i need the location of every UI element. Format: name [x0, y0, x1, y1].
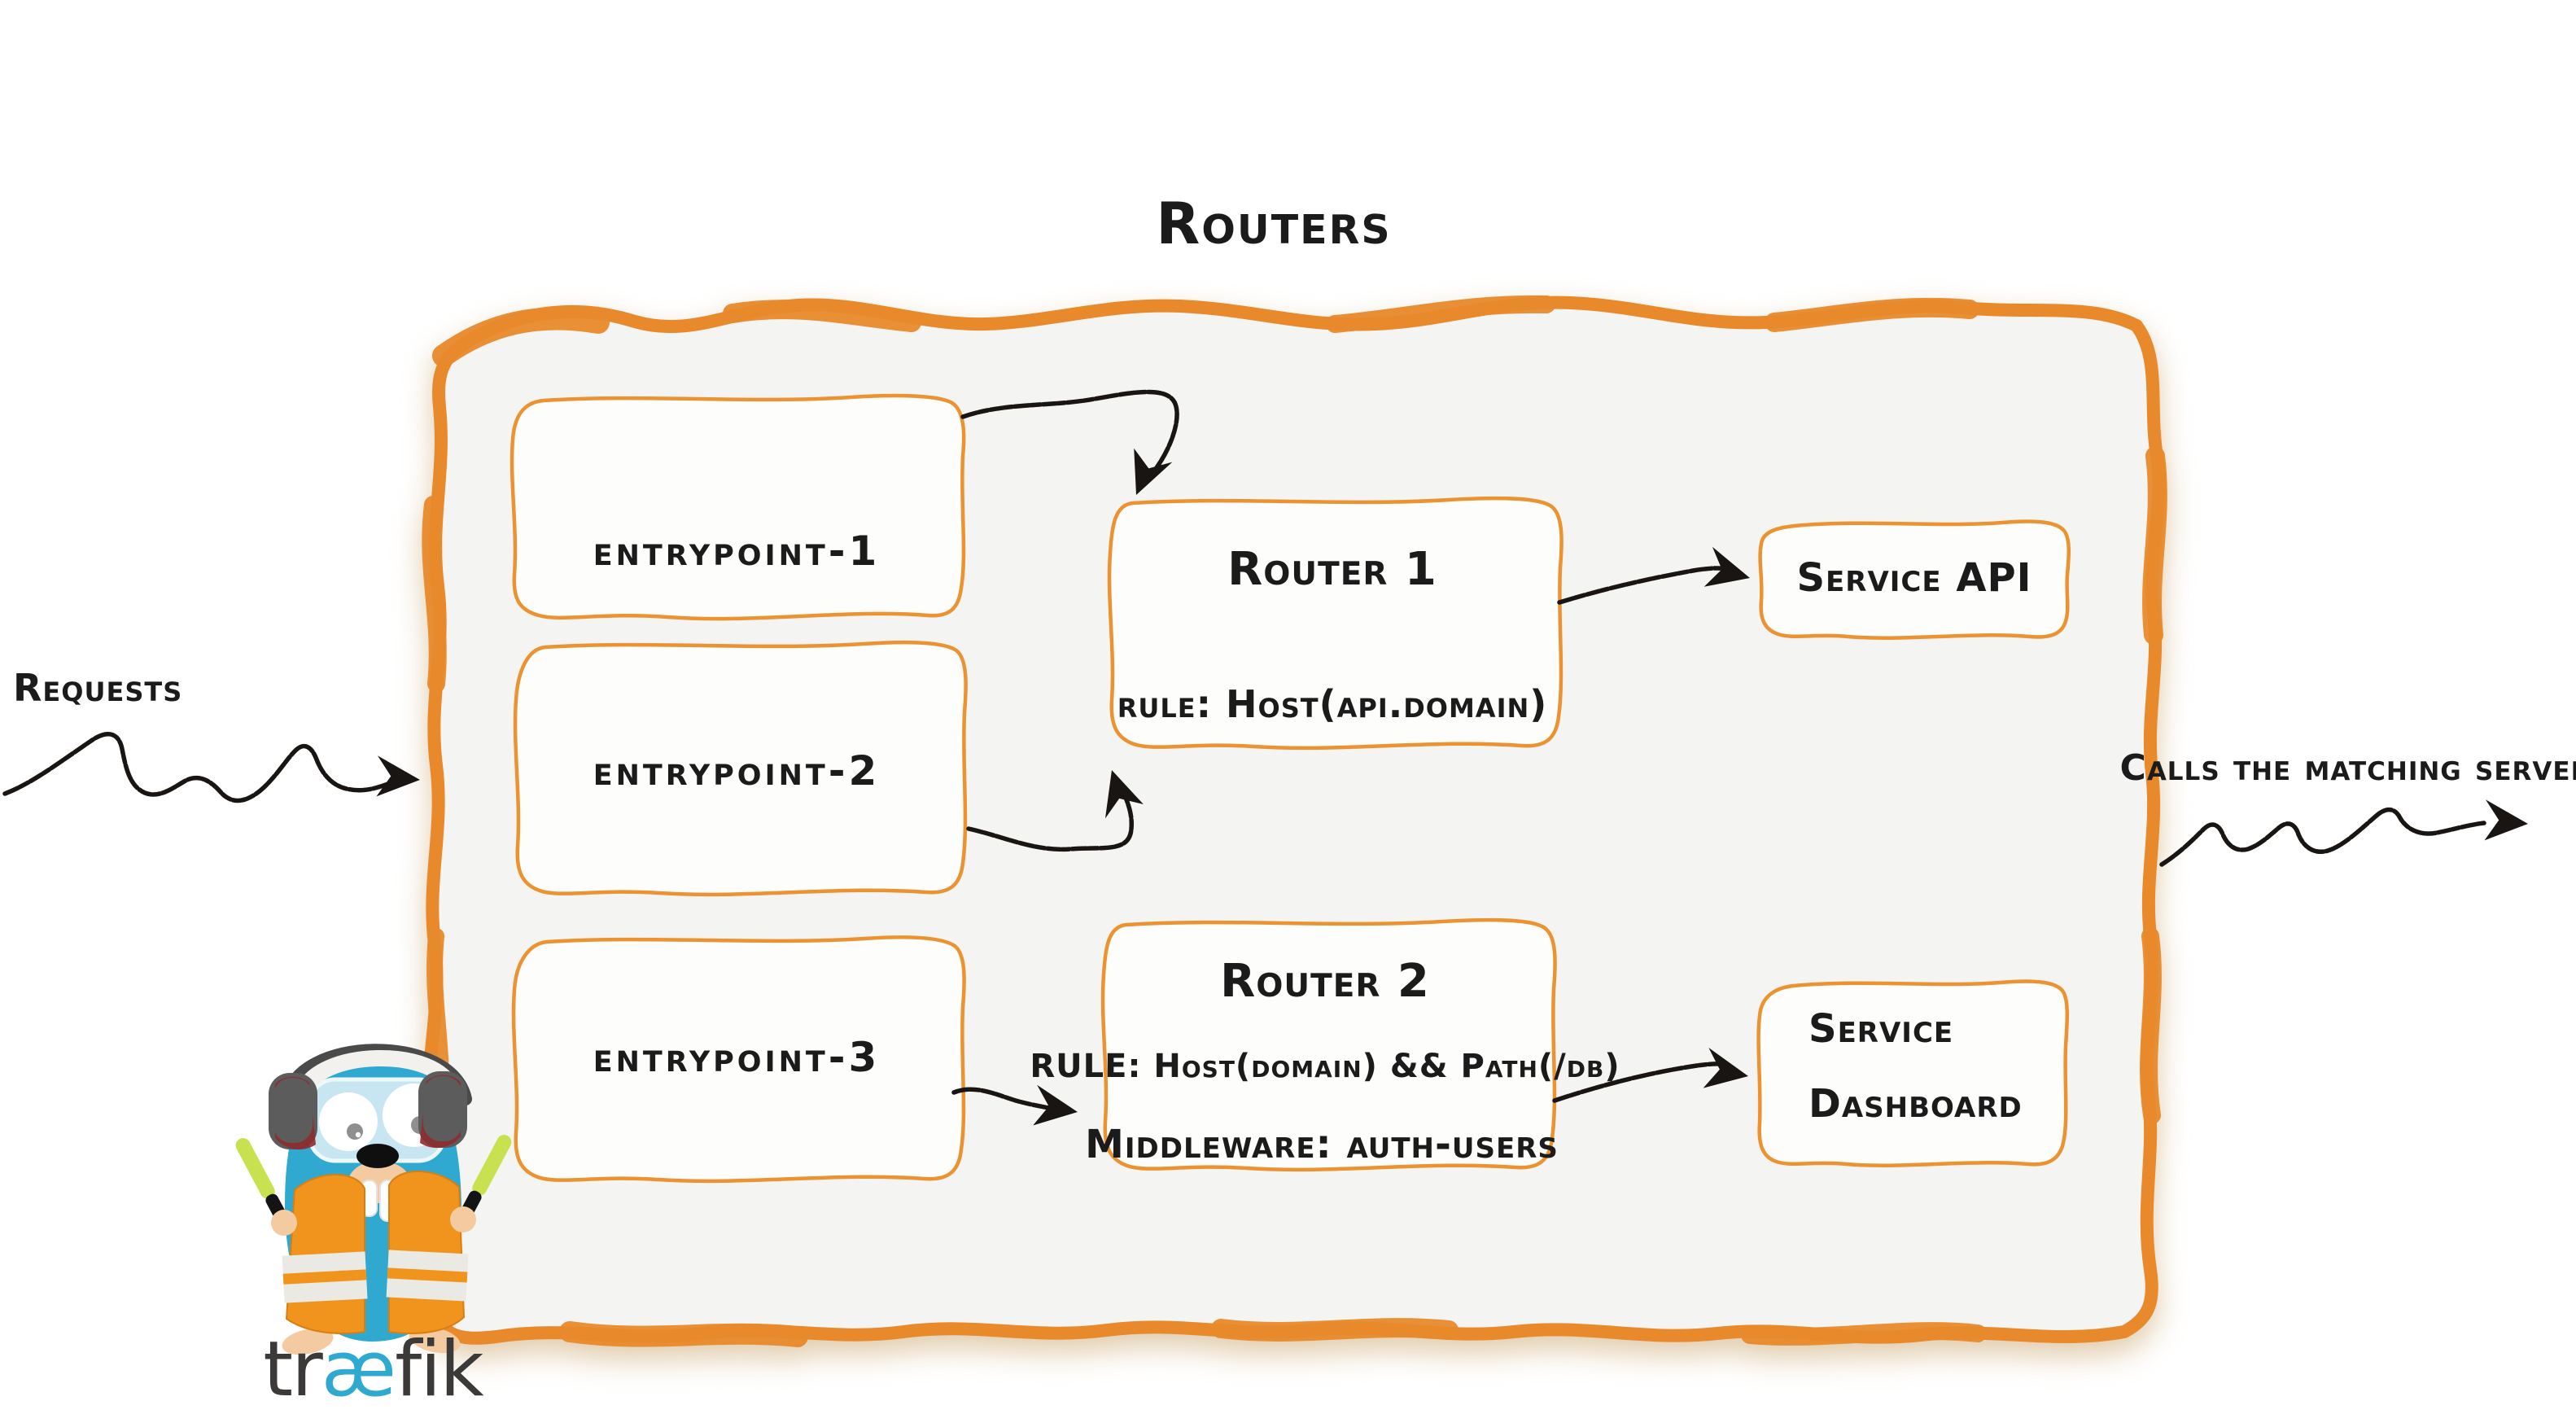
router-2-title: Router 2: [1220, 955, 1430, 1008]
traefik-wordmark: træfik: [263, 1332, 483, 1408]
arrow-entrypoint1-to-router1-head: [1134, 448, 1173, 495]
entrypoint-1-box: [510, 393, 966, 621]
entrypoint-3-label: entrypoint-3: [593, 1034, 881, 1081]
gopher-ear-cup-right: [418, 1071, 467, 1149]
gopher-foot-left: [282, 1328, 334, 1355]
vest-stripe-left: [282, 1251, 368, 1303]
vest-stripe-right: [386, 1250, 469, 1302]
entrypoint-3-box: [511, 935, 966, 1184]
gopher-glint-left: [355, 1132, 361, 1138]
container-brush-accents: [422, 295, 2167, 1347]
entrypoint-1-label: entrypoint-1: [593, 528, 881, 575]
wordmark-tr: tr: [263, 1325, 323, 1414]
entrypoint-2-box: [513, 640, 968, 897]
router-2-rule: RULE: Host(domain) && Path(/db): [1030, 1048, 1620, 1085]
arrow-router2-to-servicedashboard-head: [1703, 1048, 1748, 1088]
wordmark-fik: fik: [395, 1325, 484, 1414]
diagram-title: Routers: [1156, 190, 1392, 257]
entrypoint-2-label: entrypoint-2: [593, 747, 881, 795]
arrow-entrypoint2-to-router1-line: [966, 779, 1134, 852]
gopher-ear-cup-left: [269, 1073, 317, 1150]
gopher-pupil-left: [347, 1123, 363, 1140]
service-api-label: Service API: [1796, 555, 2032, 601]
requests-label: Requests: [13, 666, 183, 710]
router-1-box: [1107, 496, 1564, 751]
calls-matching-server-label: Calls the matching server: [2119, 747, 2576, 789]
arrow-router1-to-serviceapi-line: [1557, 566, 1731, 605]
arrow-entrypoint3-to-router2-head: [1033, 1084, 1078, 1126]
arrow-calls-head: [2484, 799, 2528, 841]
gopher-vest: [282, 1171, 469, 1334]
router-2-middleware: Middleware: auth-users: [1085, 1122, 1559, 1167]
arrow-requests-head: [376, 755, 420, 797]
arrow-router1-to-serviceapi-head: [1703, 546, 1750, 587]
gopher-hand-left: [271, 1210, 297, 1236]
router-1-title: Router 1: [1227, 543, 1437, 596]
arrow-entrypoint3-to-router2-line: [951, 1087, 1062, 1112]
router-1-rule: rule: Host(api.domain): [1117, 682, 1548, 726]
router-2-box: [1100, 917, 1557, 1172]
service-dashboard-box: [1756, 979, 2070, 1167]
arrow-calls-line: [2159, 807, 2486, 867]
gopher-eye-left: [319, 1092, 378, 1151]
gopher-nose: [356, 1144, 399, 1168]
arrow-router2-to-servicedashboard-line: [1552, 1062, 1730, 1103]
service-api-box: [1758, 519, 2071, 640]
wordmark-ae: æ: [321, 1325, 396, 1414]
arrow-requests-line: [2, 732, 395, 803]
gopher-hand-right: [450, 1206, 476, 1232]
service-dashboard-label-line1: Service: [1808, 1006, 1954, 1052]
service-dashboard-label-line2: Dashboard: [1808, 1081, 2023, 1127]
arrow-entrypoint2-to-router1-head: [1104, 770, 1144, 819]
traefik-gopher-logo: [235, 1044, 512, 1355]
